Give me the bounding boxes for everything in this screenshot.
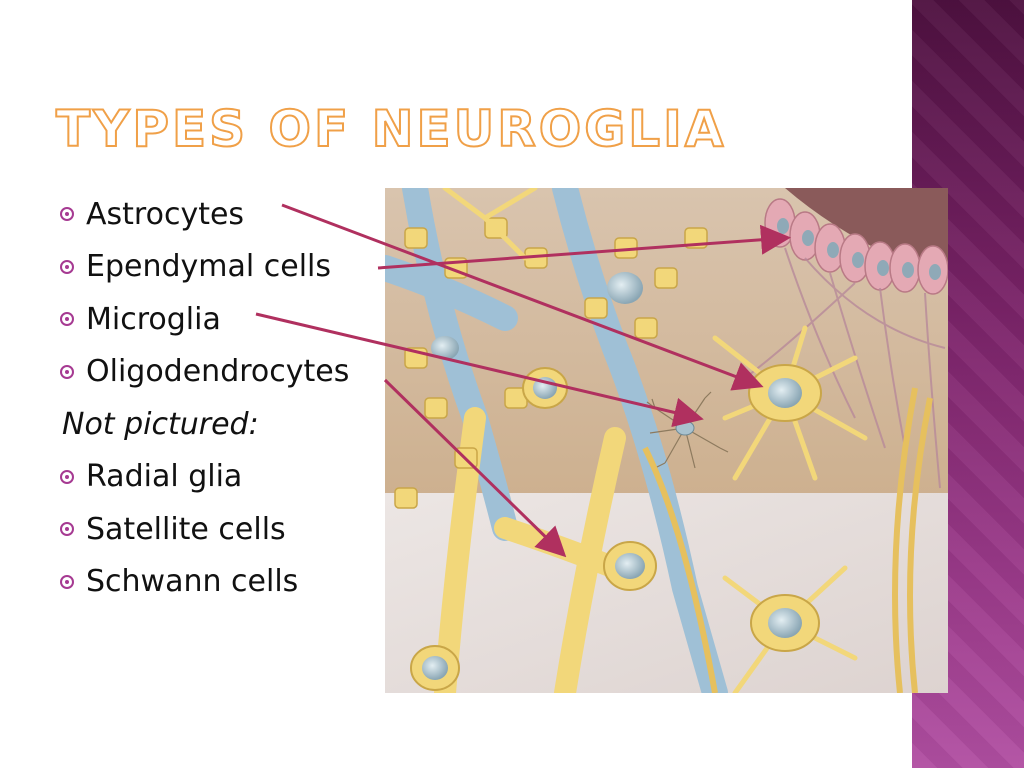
not-pictured-heading: Not pictured: <box>62 406 259 442</box>
bullet-item-schwann: Schwann cells <box>60 556 390 609</box>
neuroglia-illustration <box>385 188 948 693</box>
bullet-item-astrocytes: Astrocytes <box>60 188 390 241</box>
bullet-list: Astrocytes Ependymal cells Microglia Oli… <box>60 188 390 608</box>
bullet-label: Satellite cells <box>86 511 286 547</box>
bullet-item-satellite: Satellite cells <box>60 503 390 556</box>
slide-title: Types of Neuroglia <box>55 99 727 159</box>
bullet-item-ependymal: Ependymal cells <box>60 241 390 294</box>
bullet-label: Radial glia <box>86 459 243 495</box>
bullet-label: Ependymal cells <box>86 249 331 285</box>
bullet-circle-icon <box>60 259 74 274</box>
bullet-circle-icon <box>60 364 74 379</box>
bullet-circle-icon <box>60 312 74 327</box>
bullet-circle-icon <box>60 574 74 589</box>
bullet-circle-icon <box>60 522 74 537</box>
bullet-item-oligodendrocytes: Oligodendrocytes <box>60 346 390 399</box>
bullet-item-microglia: Microglia <box>60 293 390 346</box>
bullet-label: Microglia <box>86 301 221 337</box>
bullet-circle-icon <box>60 207 74 222</box>
neuroglia-illustration-svg <box>385 188 948 693</box>
bullet-label: Oligodendrocytes <box>86 354 350 390</box>
bullet-circle-icon <box>60 469 74 484</box>
bullet-item-radial-glia: Radial glia <box>60 451 390 504</box>
bullet-label: Schwann cells <box>86 564 299 600</box>
bullet-label: Astrocytes <box>86 196 245 232</box>
